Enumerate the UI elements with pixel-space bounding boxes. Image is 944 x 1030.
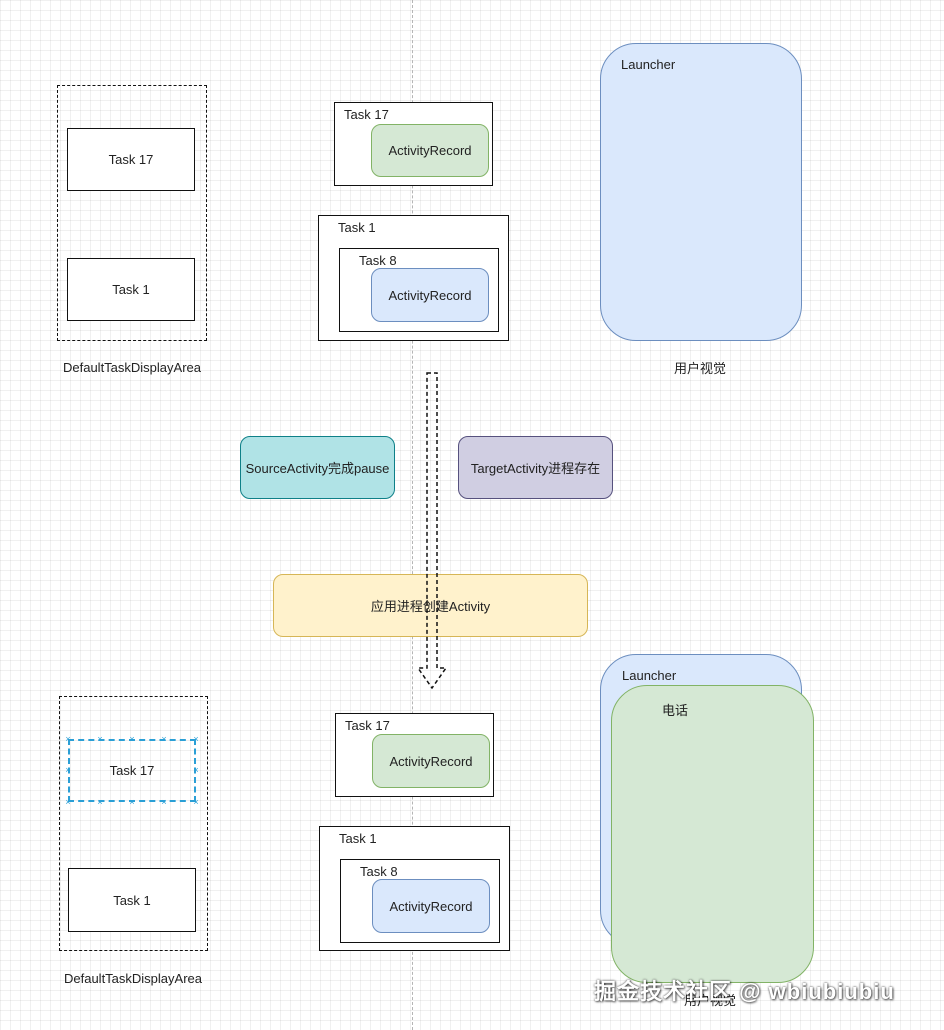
selection-handle-icon[interactable]: × xyxy=(193,796,199,807)
bottom-display-area-task-17-label: Task 17 xyxy=(109,763,155,778)
top-launcher-label: Launcher xyxy=(621,57,676,72)
selection-handle-icon[interactable]: × xyxy=(129,733,135,744)
step-source-activity-paused-label: SourceActivity完成pause xyxy=(245,461,390,476)
bottom-task-8-activity-label: ActivityRecord xyxy=(389,898,473,914)
flow-down-arrow xyxy=(416,372,448,690)
step-app-creates-activity-label: 应用进程创建Activity xyxy=(370,599,491,614)
top-task-8-activity-record[interactable]: ActivityRecord xyxy=(371,268,489,322)
top-display-area-task-1-label: Task 1 xyxy=(112,282,150,297)
bottom-display-area-label: DefaultTaskDisplayArea xyxy=(63,970,202,986)
selection-handle-icon[interactable]: × xyxy=(129,796,135,807)
top-task-8-activity-label: ActivityRecord xyxy=(388,287,472,303)
bottom-task-1-label: Task 1 xyxy=(339,831,377,846)
bottom-user-view-label: 用户视觉 xyxy=(683,992,736,1008)
bottom-phone-label: 电话 xyxy=(662,703,689,718)
bottom-phone-window[interactable]: 电话 xyxy=(611,685,814,983)
bottom-task-17-label: Task 17 xyxy=(345,718,390,733)
top-display-area-label: DefaultTaskDisplayArea xyxy=(62,359,201,375)
bottom-task-17-activity-label: ActivityRecord xyxy=(389,753,473,769)
center-guide-line xyxy=(412,0,413,1030)
step-target-process-exists-label: TargetActivity进程存在 xyxy=(470,461,601,476)
top-display-area[interactable] xyxy=(57,85,207,341)
selection-handle-icon[interactable]: × xyxy=(97,733,103,744)
top-display-area-task-1[interactable]: Task 1 xyxy=(67,258,195,321)
selection-handle-icon[interactable]: × xyxy=(161,796,167,807)
bottom-task-8-label: Task 8 xyxy=(360,864,398,879)
selection-handle-icon[interactable]: × xyxy=(97,796,103,807)
selection-handle-icon[interactable]: × xyxy=(193,764,199,775)
top-display-area-task-17-label: Task 17 xyxy=(108,152,154,167)
top-task-17-label: Task 17 xyxy=(344,107,389,122)
top-task-17-activity-label: ActivityRecord xyxy=(388,143,472,158)
bottom-display-area[interactable] xyxy=(59,696,208,951)
step-source-activity-paused[interactable]: SourceActivity完成pause xyxy=(240,436,395,499)
step-app-creates-activity[interactable]: 应用进程创建Activity xyxy=(273,574,588,637)
top-user-view-label: 用户视觉 xyxy=(673,360,726,376)
bottom-display-area-task-1[interactable]: Task 1 xyxy=(68,868,196,932)
bottom-task-17-activity-record[interactable]: ActivityRecord xyxy=(372,734,490,788)
top-task-8-label: Task 8 xyxy=(359,253,397,268)
selection-handle-icon[interactable]: × xyxy=(193,733,199,744)
watermark: 掘金技术社区 @ wbiubiubiu xyxy=(594,979,895,1004)
step-target-process-exists[interactable]: TargetActivity进程存在 xyxy=(458,436,613,499)
bottom-task-8-activity-record[interactable]: ActivityRecord xyxy=(372,879,490,933)
top-display-area-task-17[interactable]: Task 17 xyxy=(67,128,195,191)
bottom-launcher-label: Launcher xyxy=(622,668,677,683)
bottom-display-area-task-17-selected[interactable]: Task 17 xyxy=(68,739,196,802)
top-task-1-label: Task 1 xyxy=(338,220,376,235)
selection-handle-icon[interactable]: × xyxy=(65,764,71,775)
selection-handle-icon[interactable]: × xyxy=(161,733,167,744)
bottom-display-area-task-1-label: Task 1 xyxy=(113,892,151,908)
selection-handle-icon[interactable]: × xyxy=(65,733,71,744)
selection-handle-icon[interactable]: × xyxy=(65,796,71,807)
top-task-17-activity-record[interactable]: ActivityRecord xyxy=(371,124,489,177)
top-launcher-window[interactable]: Launcher xyxy=(600,43,802,341)
